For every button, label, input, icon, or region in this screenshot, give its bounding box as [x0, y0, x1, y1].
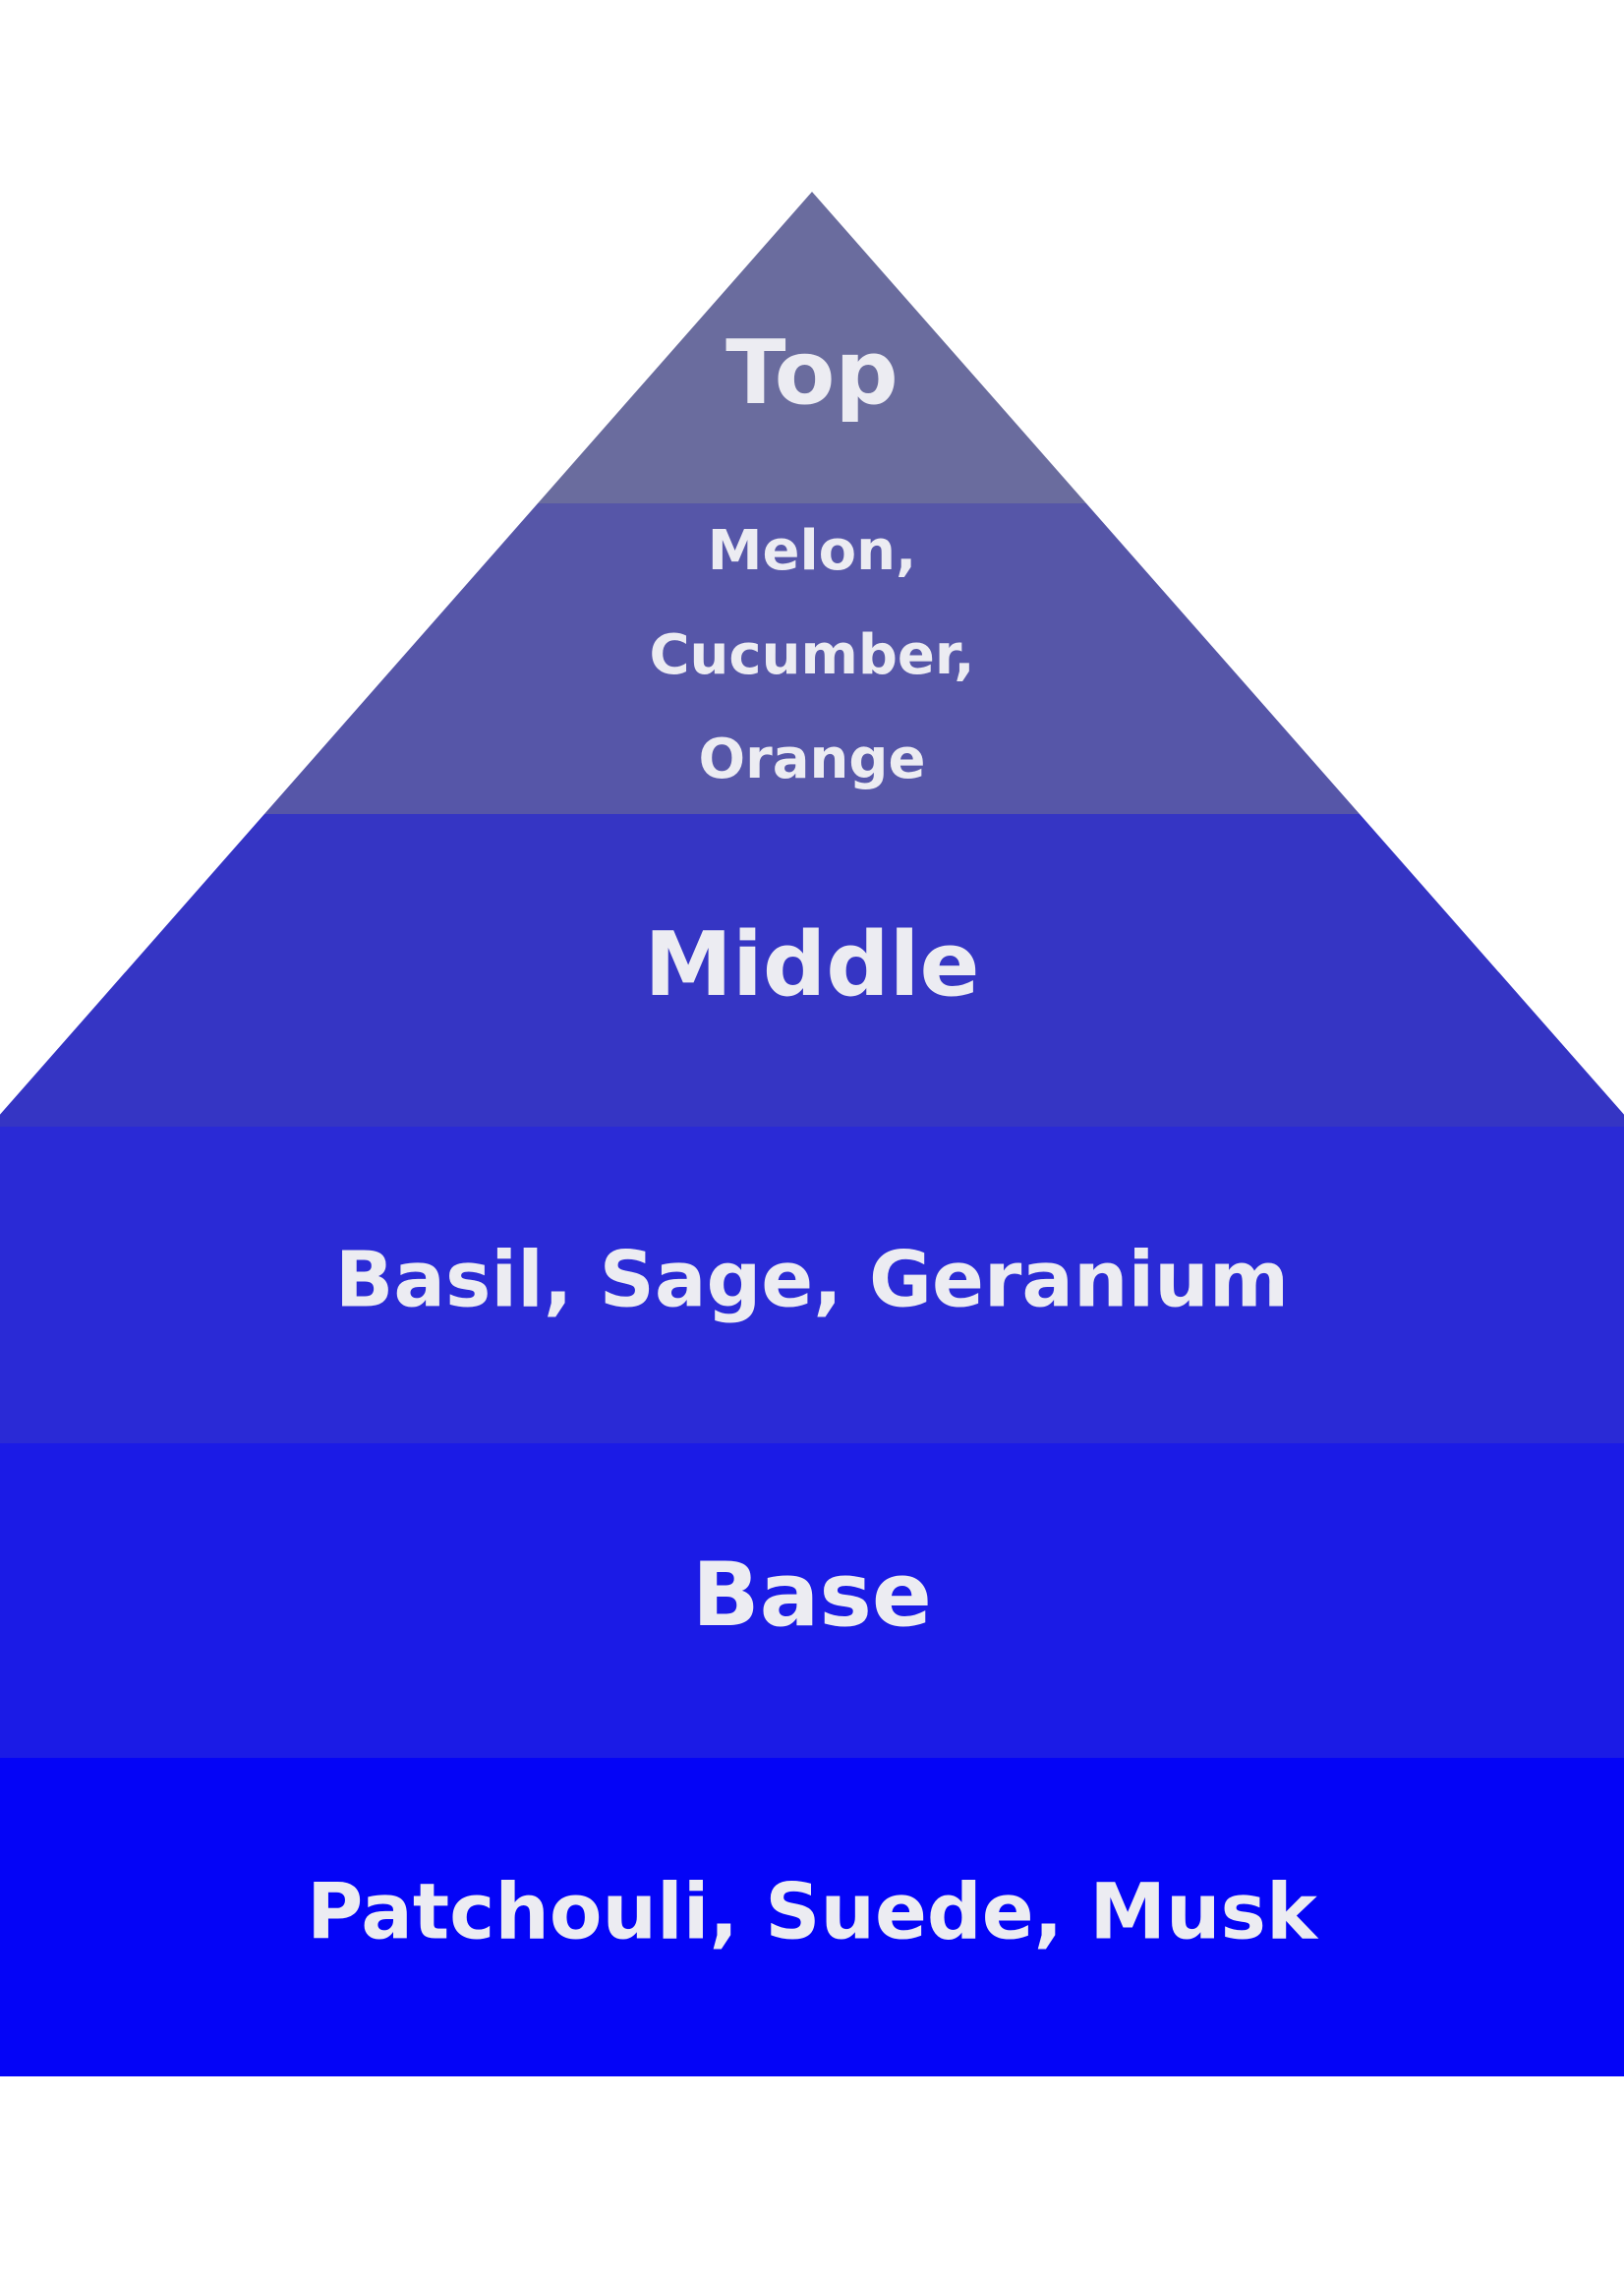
pyramid-bands: [0, 192, 1624, 2076]
pyramid-label-middle-heading: Middle: [644, 913, 979, 1017]
pyramid-band-base-notes: [0, 1758, 1624, 2076]
pyramid-label-middle-notes: Basil, Sage, Geranium: [335, 1236, 1289, 1324]
pyramid-label-top-notes-1: Melon,: [708, 519, 917, 583]
pyramid-label-top-heading: Top: [725, 321, 899, 425]
pyramid-label-base-heading: Base: [692, 1544, 932, 1647]
pyramid-label-base-notes: Patchouli, Suede, Musk: [307, 1868, 1319, 1956]
pyramid-label-top-notes-3: Orange: [699, 728, 926, 791]
pyramid-band-top-notes: [263, 503, 1361, 814]
pyramid-band-middle-heading: [0, 814, 1624, 1127]
pyramid-band-base-heading: [0, 1443, 1624, 1758]
pyramid-band-top-heading: [538, 192, 1086, 503]
pyramid-band-middle-notes: [0, 1127, 1624, 1443]
pyramid-label-top-notes-2: Cucumber,: [649, 623, 974, 687]
